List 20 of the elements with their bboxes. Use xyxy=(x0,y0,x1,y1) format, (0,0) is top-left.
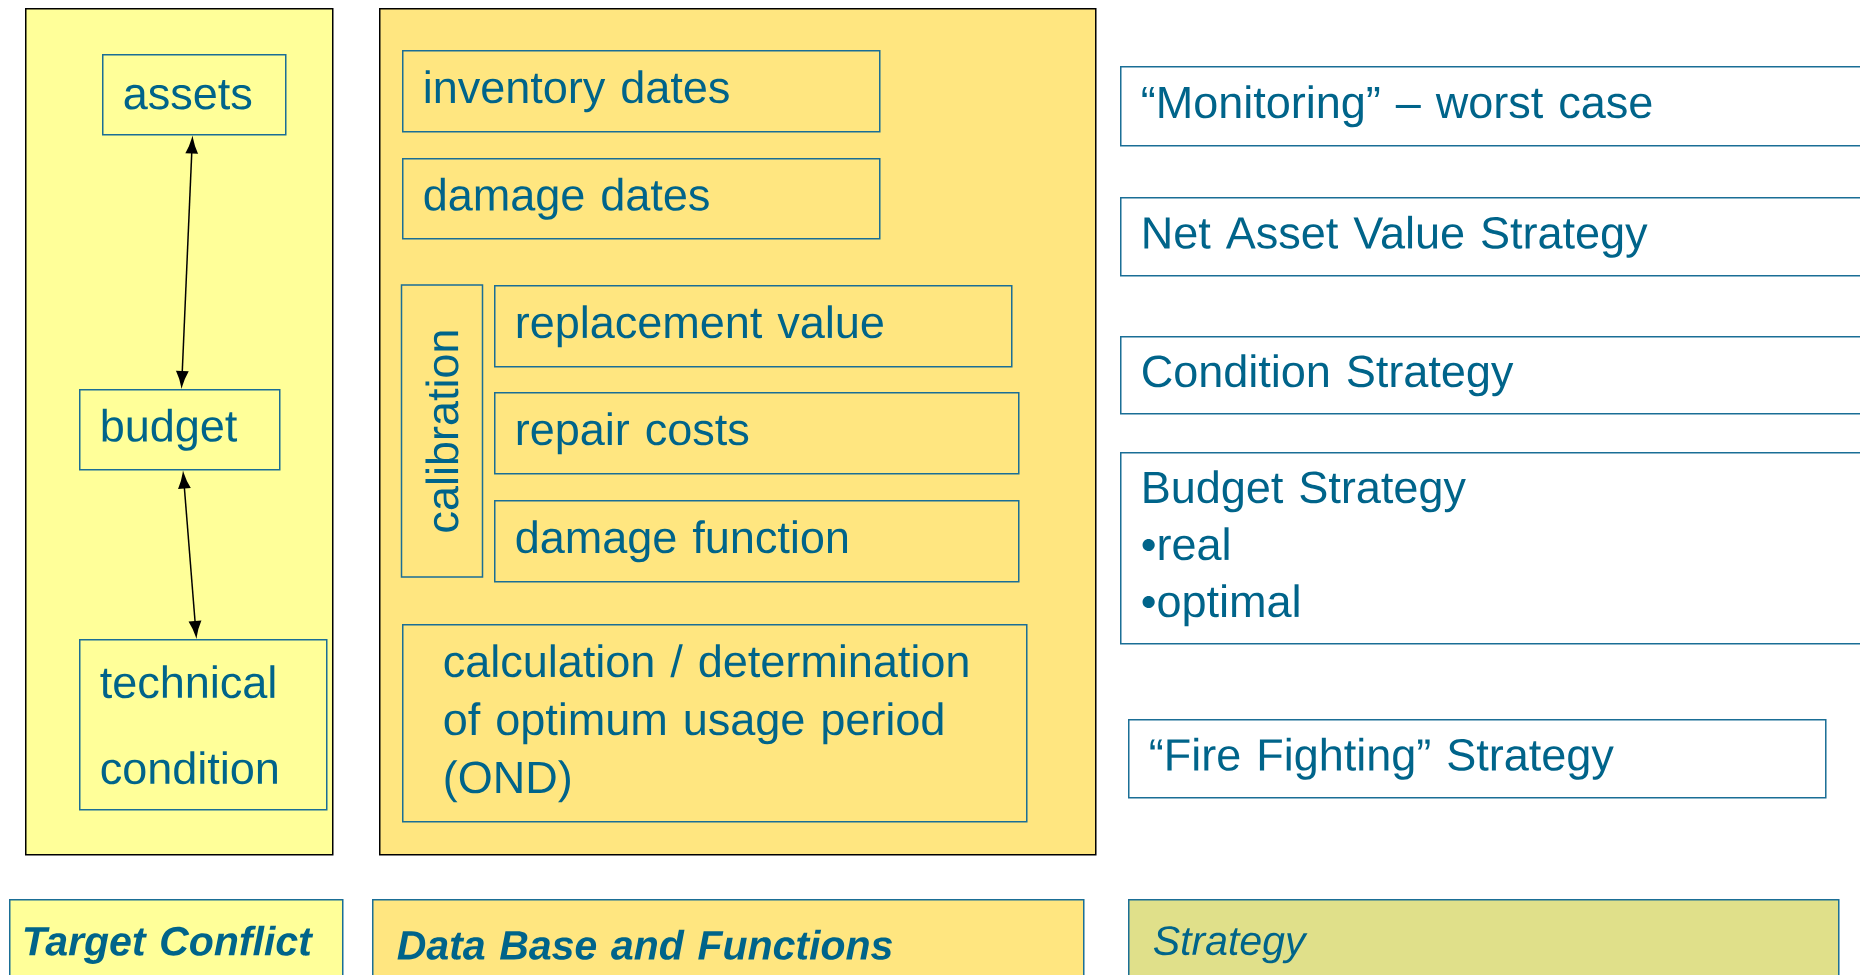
arrow xyxy=(176,137,198,387)
text-box: damage dates xyxy=(402,158,881,240)
text-box: calibration xyxy=(400,284,484,578)
text-box: replacement value xyxy=(494,285,1013,368)
text-box: Net Asset Value Strategy xyxy=(1120,197,1860,277)
text-box: inventory dates xyxy=(402,50,881,133)
text-box: “Fire Fighting” Strategy xyxy=(1128,719,1827,799)
text-box: assets xyxy=(102,54,287,136)
text-box: Budget Strategy •real •optimal xyxy=(1120,452,1860,645)
caption-box: Data Base and Functions xyxy=(372,899,1085,975)
text-box: repair costs xyxy=(494,392,1020,475)
text-box: Condition Strategy xyxy=(1120,336,1860,415)
text-box: budget xyxy=(79,389,281,471)
text-box: “Monitoring” – worst case xyxy=(1120,66,1860,147)
arrow xyxy=(178,472,201,637)
text-box: damage function xyxy=(494,500,1020,583)
text-box: technical condition xyxy=(79,639,328,811)
text-box: calculation / determination of optimum usage period (OND) xyxy=(402,624,1028,823)
caption-box: Strategy xyxy=(1128,899,1840,975)
caption-box: Target Conflict xyxy=(9,899,344,975)
